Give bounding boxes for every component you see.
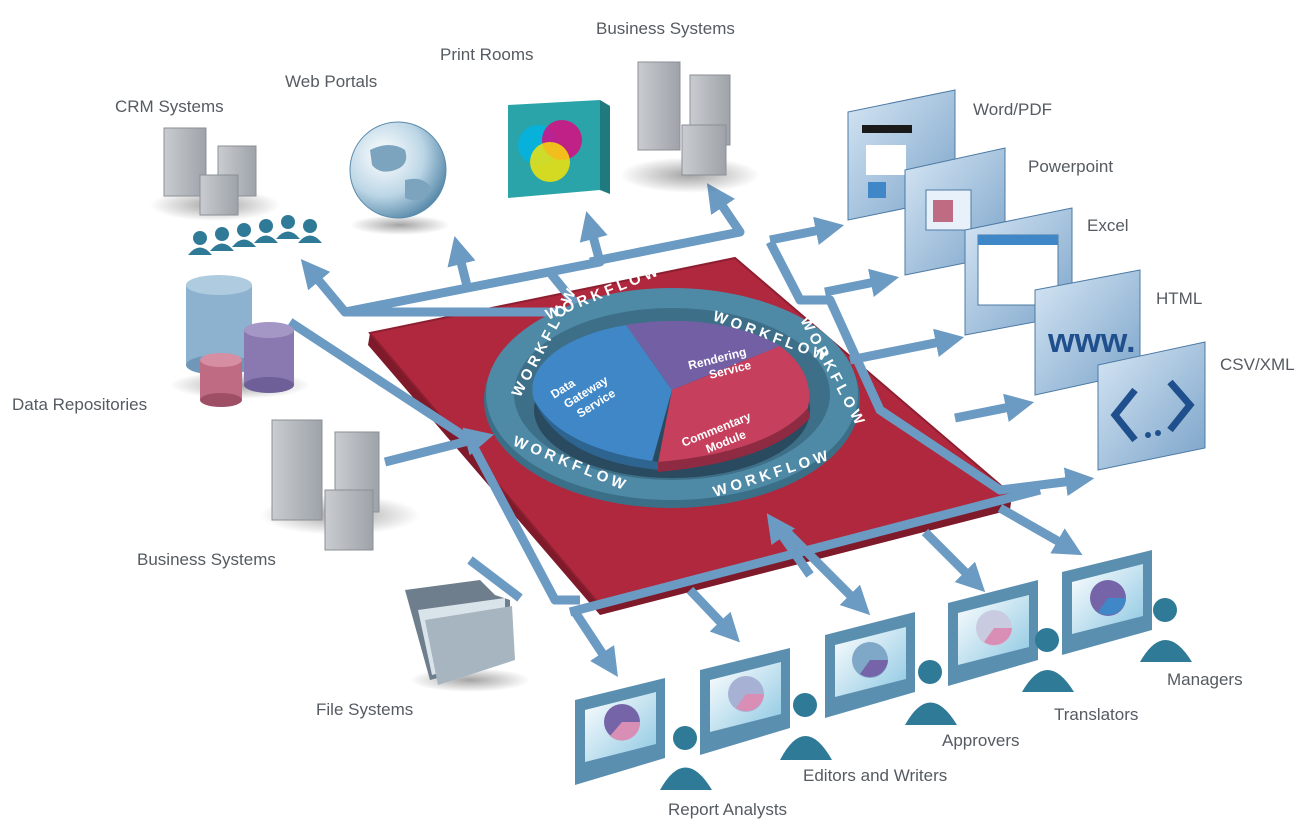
print-rooms-icon xyxy=(508,100,610,198)
pipe-from-business-systems-left xyxy=(383,427,494,467)
slice-data-gateway-edge xyxy=(534,400,658,470)
slice-rendering xyxy=(626,320,780,390)
pipe-to-managers xyxy=(997,504,1083,556)
business-systems-left-icon xyxy=(260,419,420,551)
pipe-to-approvers xyxy=(781,526,871,616)
pipe-to-html xyxy=(849,328,965,365)
web-portals-globe-icon xyxy=(349,121,450,235)
pipe-from-file-systems xyxy=(467,556,523,602)
label-translators: Translators xyxy=(1054,705,1139,724)
crm-users-icon xyxy=(188,215,322,255)
slice-commentary-edge xyxy=(658,408,810,472)
report-analysts-monitor-icon xyxy=(575,678,712,790)
connector-pipes xyxy=(287,183,1095,678)
label-powerpoint: Powerpoint xyxy=(1028,157,1114,176)
pipe-to-web-portals xyxy=(447,236,476,292)
label-html: HTML xyxy=(1156,289,1203,308)
label-data-repositories: Data Repositories xyxy=(12,395,148,414)
pipe-from-data-repositories xyxy=(287,318,580,605)
workflow-hub: WORKFLOW WORKFLOW WORKFLOW WORKFLOW WORK… xyxy=(484,262,870,508)
label-excel: Excel xyxy=(1087,216,1129,235)
pipe-to-powerpoint xyxy=(824,268,900,297)
pipe-to-business-systems-top xyxy=(589,183,745,267)
label-file-systems: File Systems xyxy=(316,700,414,719)
label-word-pdf: Word/PDF xyxy=(973,100,1053,119)
pipe-users-to-hub xyxy=(766,513,814,578)
translators-monitor-icon xyxy=(948,580,1074,692)
file-systems-folder-icon xyxy=(405,580,530,692)
label-csv-xml: CSV/XML xyxy=(1220,355,1295,374)
data-repositories-icon xyxy=(170,275,310,407)
pipe-to-translators xyxy=(921,528,986,593)
label-business-systems-left: Business Systems xyxy=(137,550,276,569)
business-systems-top-icon xyxy=(620,61,760,193)
label-crm-systems: CRM Systems xyxy=(115,97,224,116)
www-glyph: www. xyxy=(1047,322,1136,360)
label-approvers: Approvers xyxy=(942,731,1020,750)
label-report-analysts: Report Analysts xyxy=(668,800,788,819)
crm-buildings-icon xyxy=(150,127,280,221)
label-web-portals: Web Portals xyxy=(285,72,378,91)
label-managers: Managers xyxy=(1167,670,1243,689)
approvers-monitor-icon xyxy=(825,612,957,725)
slice-commentary xyxy=(658,346,810,463)
pipe-to-report-analysts xyxy=(571,609,618,678)
label-editors-writers: Editors and Writers xyxy=(803,766,948,785)
pipe-to-word xyxy=(769,216,845,245)
pipe-to-csv xyxy=(954,393,1035,423)
pipe-to-editors xyxy=(686,586,740,643)
editors-monitor-icon xyxy=(700,648,832,760)
slice-data-gateway xyxy=(532,325,672,462)
csv-xml-document-icon xyxy=(1097,341,1206,471)
label-business-systems-top: Business Systems xyxy=(596,19,735,38)
label-print-rooms: Print Rooms xyxy=(440,45,534,64)
managers-monitor-icon xyxy=(1062,550,1192,662)
